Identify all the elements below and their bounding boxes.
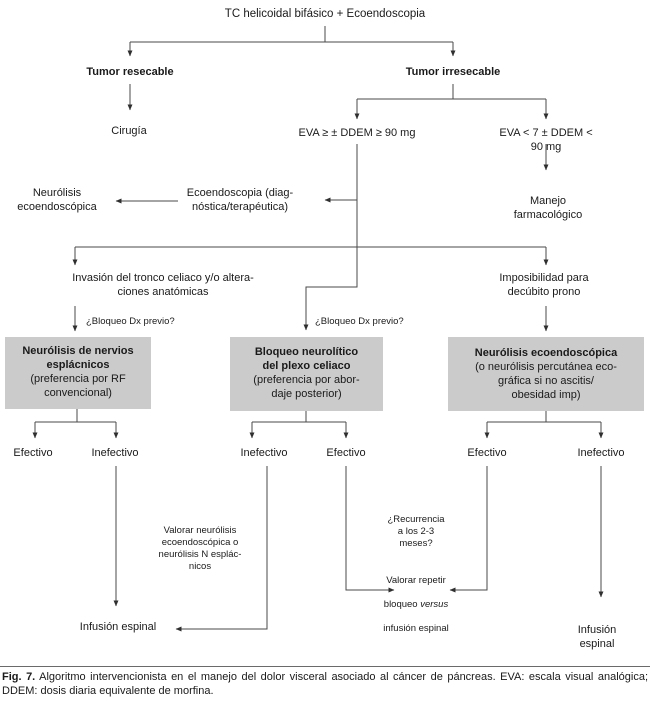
node-cirugia: Cirugía bbox=[111, 125, 147, 137]
box-neurolisis-esplacnicos-sub: (preferencia por RF convencional) bbox=[30, 373, 126, 399]
node-manejo-farmacologico: Manejo farmacológico bbox=[513, 195, 583, 221]
node-imposibilidad-decubito: Imposibilidad para decúbito prono bbox=[499, 272, 589, 298]
figure-caption-text: Algoritmo intervencionista en el manejo … bbox=[2, 671, 649, 697]
label-bloqueo-dx-previo-left: ¿Bloqueo Dx previo? bbox=[86, 316, 175, 327]
outcome-splanchnic-efectivo: Efectivo bbox=[13, 447, 53, 459]
outcome-eus-inefectivo: Inefectivo bbox=[577, 447, 625, 459]
outcome-eus-efectivo: Efectivo bbox=[467, 447, 507, 459]
box-neurolisis-ecoendoscopica: Neurólisis ecoendoscópica (o neurólisis … bbox=[448, 337, 644, 411]
outcome-celiac-efectivo: Efectivo bbox=[326, 447, 366, 459]
node-tumor-resecable: Tumor resecable bbox=[86, 66, 174, 78]
figure-caption-label: Fig. 7. bbox=[2, 671, 36, 683]
node-tumor-irresecable: Tumor irresecable bbox=[405, 66, 501, 78]
note-valorar-repetir-line2: bloqueo versus bbox=[383, 599, 449, 611]
box-neurolisis-esplacnicos-title: Neurólisis de nervios esplácnicos bbox=[22, 345, 134, 371]
node-eva-low: EVA < 7 ± DDEM < 90 mg bbox=[499, 127, 593, 153]
node-ecoendoscopia: Ecoendoscopia (diag- nóstica/terapéutica… bbox=[186, 187, 294, 213]
note-repeat-versus: versus bbox=[420, 599, 449, 610]
note-valorar-neurolisis: Valorar neurólisis ecoendoscópica o neur… bbox=[158, 525, 242, 572]
note-repeat-bloqueo: bloqueo bbox=[383, 599, 421, 610]
note-valorar-repetir-line1: Valorar repetir bbox=[386, 575, 446, 586]
outcome-splanchnic-inefectivo: Inefectivo bbox=[91, 447, 139, 459]
note-valorar-repetir: Valorar repetir bloqueo versus infusión … bbox=[383, 563, 449, 647]
node-infusion-espinal-right: Infusión espinal bbox=[577, 624, 617, 650]
box-bloqueo-plexo-celiaco-title: Bloqueo neurolítico del plexo celiaco bbox=[254, 346, 359, 372]
box-neurolisis-ecoendoscopica-sub: (o neurólisis percutánea eco- gráfica si… bbox=[475, 361, 617, 401]
node-neurolisis-ecoendoscopica: Neurólisis ecoendoscópica bbox=[17, 187, 97, 213]
node-infusion-espinal-left: Infusión espinal bbox=[79, 621, 157, 633]
box-neurolisis-ecoendoscopica-title: Neurólisis ecoendoscópica bbox=[474, 347, 618, 359]
label-bloqueo-dx-previo-mid: ¿Bloqueo Dx previo? bbox=[315, 316, 404, 327]
box-bloqueo-plexo-celiaco-sub: (preferencia por abor- daje posterior) bbox=[253, 374, 360, 400]
caption-divider bbox=[0, 666, 650, 667]
outcome-celiac-inefectivo: Inefectivo bbox=[240, 447, 288, 459]
box-neurolisis-esplacnicos: Neurólisis de nervios esplácnicos (prefe… bbox=[5, 337, 151, 409]
node-root: TC helicoidal bifásico + Ecoendoscopia bbox=[224, 8, 426, 20]
box-bloqueo-plexo-celiaco: Bloqueo neurolítico del plexo celiaco (p… bbox=[230, 337, 383, 411]
node-eva-high: EVA ≥ ± DDEM ≥ 90 mg bbox=[298, 127, 416, 139]
note-recurrencia: ¿Recurrencia a los 2-3 meses? bbox=[387, 514, 445, 549]
node-invasion-tronco-celiaco: Invasión del tronco celiaco y/o altera- … bbox=[72, 272, 254, 298]
figure-caption: Fig. 7. Algoritmo intervencionista en el… bbox=[2, 671, 648, 698]
note-valorar-repetir-line3: infusión espinal bbox=[383, 623, 449, 634]
